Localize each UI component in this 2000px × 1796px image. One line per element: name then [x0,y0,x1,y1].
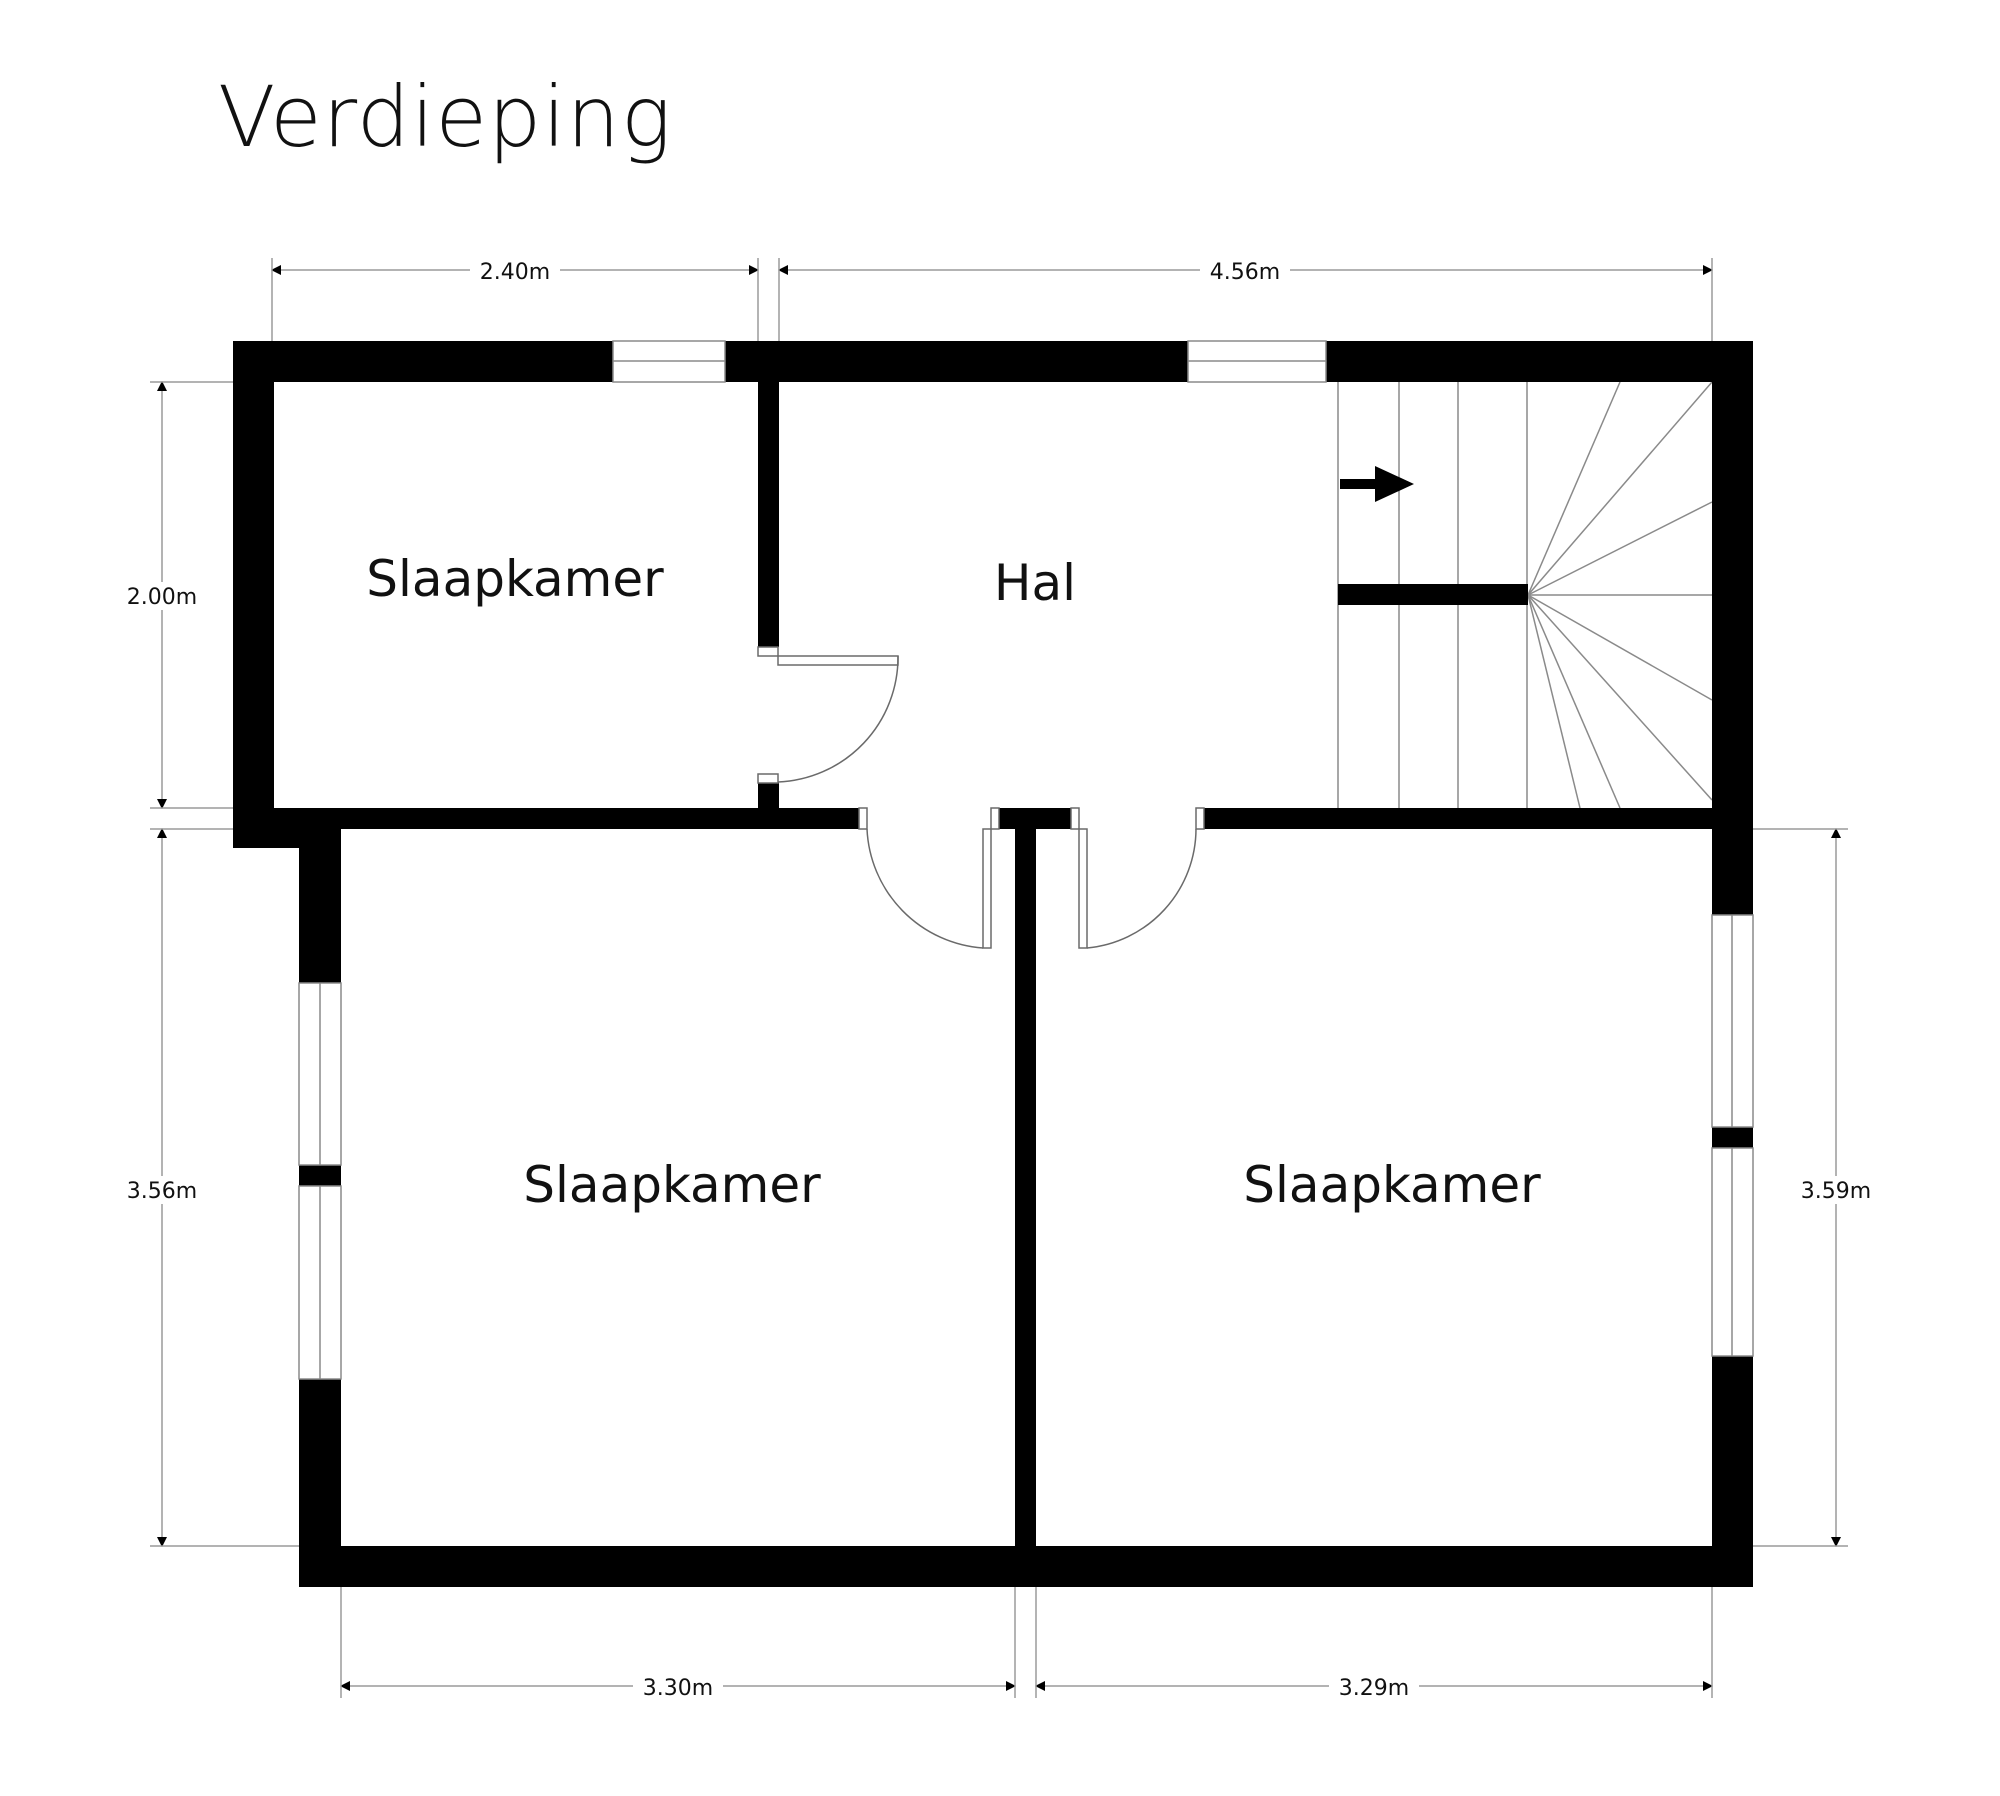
room-label-bedroom-top: Slaapkamer [366,550,664,608]
dimension-lines [150,258,1848,1698]
dim-bottom-right: 3.29m [1339,1676,1409,1701]
dim-top-left: 2.40m [480,260,550,285]
windows [298,340,1754,1380]
dim-left-lower: 3.56m [127,1179,197,1204]
dim-right: 3.59m [1801,1179,1871,1204]
room-label-hal: Hal [994,554,1076,612]
stair-landing-wall [1338,584,1528,605]
dim-left-upper: 2.00m [127,585,197,610]
walls [233,341,1753,1587]
room-label-bedroom-left: Slaapkamer [523,1156,821,1214]
arrow-right-icon [1340,466,1414,502]
dimension-labels: 2.40m 4.56m 2.00m 3.56m 3.59m 3.30m 3.29… [118,256,1880,1701]
floor-title: Verdieping [218,68,673,166]
dim-bottom-left: 3.30m [643,1676,713,1701]
dim-top-right: 4.56m [1210,260,1280,285]
doors [757,646,1205,949]
room-label-bedroom-right: Slaapkamer [1243,1156,1541,1214]
